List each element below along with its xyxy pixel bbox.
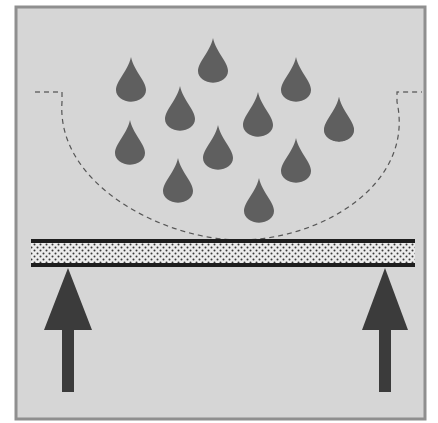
membrane-dotted-band	[31, 241, 415, 265]
